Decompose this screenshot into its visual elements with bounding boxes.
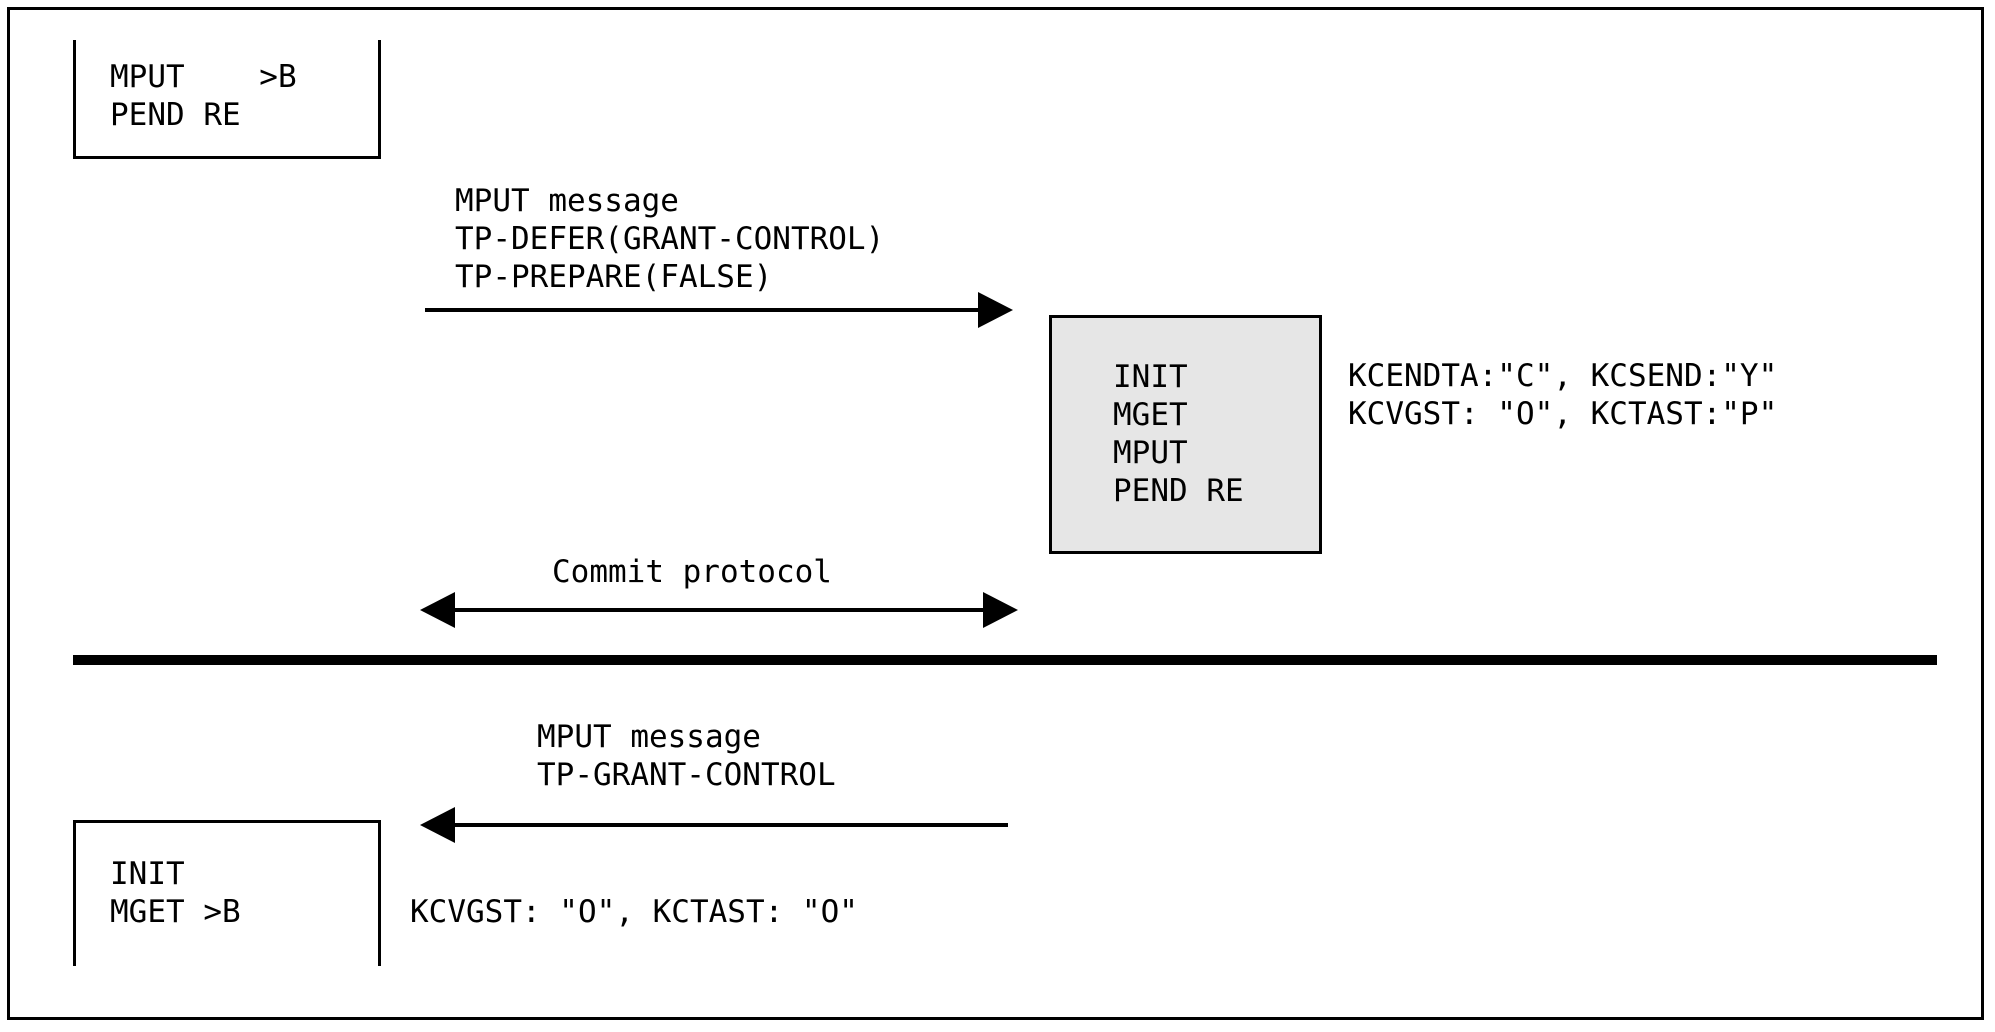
mput-send-arrow-label-line-3: TP-PREPARE(FALSE): [455, 259, 773, 295]
bottom-left-program-box-line-1: INIT: [110, 856, 185, 892]
bottom-box-field-values-line-1: KCVGST: "O", KCTAST: "O": [410, 894, 858, 930]
mput-send-arrow-label-line-1: MPUT message: [455, 183, 679, 219]
shaded-program-box-line-1: INIT: [1113, 359, 1188, 395]
commit-protocol-arrow-label: Commit protocol: [552, 554, 832, 590]
section-divider: [73, 655, 1937, 665]
top-left-program-box-line-1: MPUT >B: [110, 59, 297, 95]
grant-control-arrow-label-line-1: MPUT message: [537, 719, 761, 755]
shaded-program-box-line-2: MGET: [1113, 397, 1188, 433]
top-left-program-box: [73, 40, 381, 159]
shaded-box-field-values-line-2: KCVGST: "O", KCTAST:"P": [1348, 396, 1778, 432]
top-left-program-box-line-2: PEND RE: [110, 97, 241, 133]
bottom-left-program-box-line-2: MGET >B: [110, 894, 241, 930]
outer-frame: [7, 7, 1984, 1020]
mput-send-arrow-label-line-2: TP-DEFER(GRANT-CONTROL): [455, 221, 885, 257]
shaded-program-box: [1049, 315, 1322, 554]
shaded-program-box-line-4: PEND RE: [1113, 473, 1244, 509]
grant-control-arrow: [420, 807, 1008, 843]
bottom-left-program-box: [73, 820, 381, 966]
grant-control-arrow-label-line-2: TP-GRANT-CONTROL: [537, 757, 836, 793]
commit-protocol-arrow: [420, 592, 1018, 628]
shaded-program-box-line-3: MPUT: [1113, 435, 1188, 471]
shaded-box-field-values-line-1: KCENDTA:"C", KCSEND:"Y": [1348, 358, 1778, 394]
mput-send-arrow: [425, 292, 1013, 328]
